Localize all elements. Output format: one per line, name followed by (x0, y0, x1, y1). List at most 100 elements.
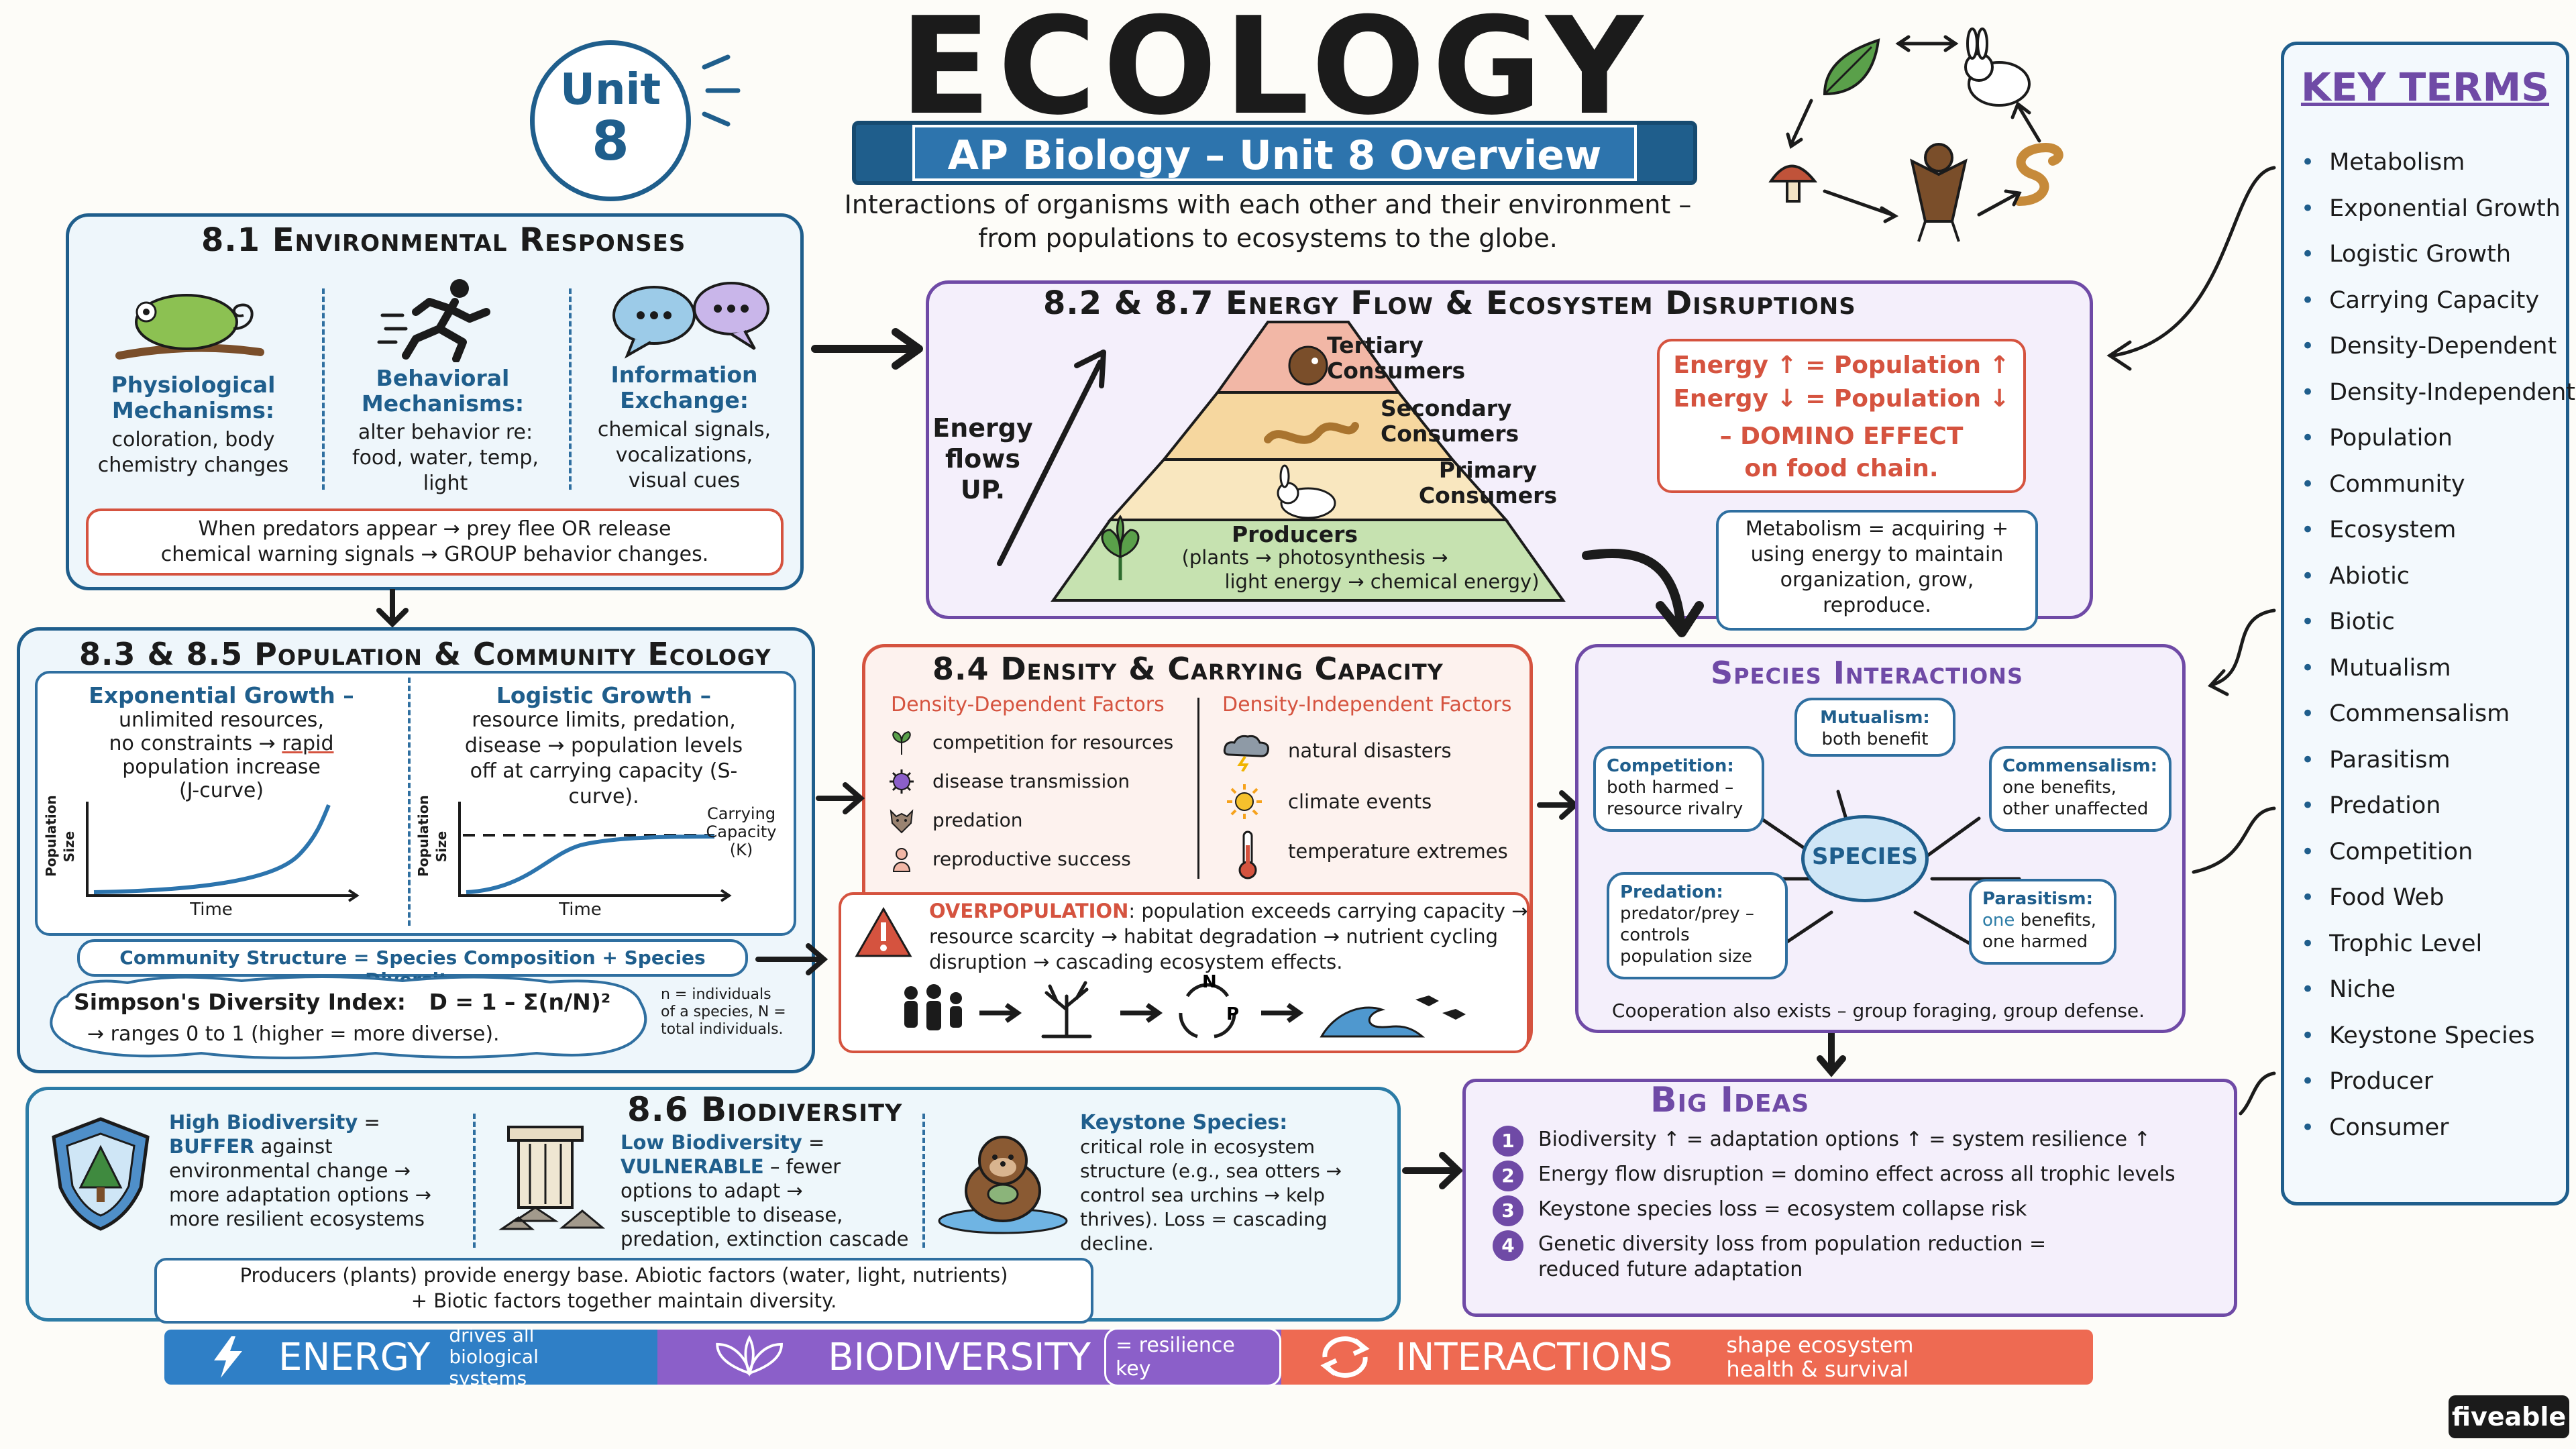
exponential-text-2: no constraints → (109, 732, 276, 755)
simpson-cloud (50, 975, 647, 1059)
physiological-title: Physiological Mechanisms: (111, 372, 276, 423)
dd-item-3: predation (932, 809, 1023, 831)
key-term-item: Abiotic (2301, 553, 2563, 600)
key-term-item: Consumer (2301, 1105, 2563, 1151)
density-divider (1197, 698, 1199, 879)
big-idea-text: Biodiversity ↑ = adaptation options ↑ = … (1538, 1128, 2151, 1151)
producers-detail-2: light energy → chemical energy) (1224, 570, 1540, 593)
big-idea-text: Energy flow disruption = domino effect a… (1538, 1163, 2176, 1186)
predator-note-line-1: When predators appear → prey flee OR rel… (198, 517, 672, 541)
predation-wolf-icon (890, 809, 914, 834)
big-idea-text: Genetic diversity loss from population r… (1538, 1232, 2047, 1281)
key-term-item: Population (2301, 415, 2563, 462)
domino-line-4: on food chain. (1744, 455, 1939, 482)
lightning-icon (214, 1336, 242, 1378)
key-term-item: Predation (2301, 783, 2563, 829)
hawk-head-icon (1288, 345, 1328, 386)
j-curve-y-label: Population Size (43, 795, 77, 877)
bio-divider-2 (922, 1114, 925, 1248)
fiveable-logo: fiveable (2449, 1395, 2569, 1438)
key-term-item: Community (2301, 462, 2563, 508)
ruined-column-icon (498, 1126, 606, 1230)
physiological-text: coloration, body chemistry changes (97, 428, 289, 477)
leaves-icon (716, 1335, 783, 1377)
arrow-population-to-density (816, 782, 865, 814)
mutualism-title: Mutualism: (1820, 708, 1930, 728)
ocean-wave-icon (1320, 996, 1466, 1038)
commensalism-title: Commensalism: (2002, 756, 2158, 776)
key-term-item: Food Web (2301, 875, 2563, 921)
biodiversity-banner: BIODIVERSITY = resilience key (657, 1328, 1281, 1387)
density-dependent-header: Density-Dependent Factors (891, 693, 1165, 716)
high-biodiversity-text-block: High Biodiversity = BUFFER against envir… (169, 1110, 458, 1231)
food-cycle-icon (1768, 28, 2063, 242)
simpson-index-formula: Simpson's Diversity Index: D = 1 – Σ(n/N… (74, 989, 611, 1015)
sun-icon (1227, 784, 1262, 819)
big-idea-number: 1 (1493, 1126, 1523, 1157)
parasitism-title: Parasitism: (1982, 889, 2093, 909)
producers-detail-1: (plants → photosynthesis → (1181, 546, 1448, 569)
biodiversity-title: 8.6 Biodiversity (627, 1090, 903, 1129)
di-item-1: natural disasters (1288, 739, 1452, 762)
big-idea-number: 2 (1493, 1161, 1523, 1191)
energy-flows-up-label: Energy flows UP. (932, 413, 1033, 504)
s-curve-graph (458, 802, 732, 902)
key-term-item: Density-Independent (2301, 370, 2575, 416)
high-biodiversity-eq: = (364, 1111, 380, 1134)
j-curve-graph (86, 802, 360, 902)
overpopulation-text-2: resource scarcity → habitat degradation … (929, 925, 1499, 948)
parasitism-one-highlight: one (1982, 910, 2015, 930)
page-title: ECOLOGY (899, 0, 1650, 145)
overpopulation-text-3: disruption → cascading ecosystem effects… (929, 951, 1343, 973)
dead-tree-icon (1041, 981, 1092, 1038)
mutualism-text: both benefit (1821, 729, 1929, 749)
people-icon (904, 984, 962, 1030)
simpson-range: → ranges 0 to 1 (higher = more diverse). (87, 1022, 500, 1046)
big-idea-item: 3 Keystone species loss = ecosystem coll… (1493, 1195, 2231, 1226)
producers-label: Producers (1231, 521, 1358, 547)
key-term-item: Producer (2301, 1059, 2563, 1105)
mushroom-icon (1768, 164, 1818, 203)
biodiversity-banner-text: = resilience key (1104, 1328, 1281, 1387)
key-term-item: Metabolism (2301, 140, 2563, 186)
big-idea-number: 3 (1493, 1195, 1523, 1226)
domino-line-3: – DOMINO EFFECT (1719, 423, 1964, 450)
predation-node: Predation: predator/prey – controls popu… (1607, 872, 1788, 979)
pyramid-tier-producers (1051, 519, 1566, 602)
energy-banner-text: drives all biological systems (449, 1324, 539, 1389)
exponential-growth-title: Exponential Growth – (89, 682, 354, 708)
overpopulation-text-1: : population exceeds carrying capacity → (1128, 900, 1528, 922)
overpopulation-line-1: OVERPOPULATION: population exceeds carry… (929, 899, 1527, 923)
arrow-env-to-energy (811, 328, 923, 370)
simpson-variable-note: n = individuals of a species, N = total … (661, 986, 786, 1038)
rapid-highlight: rapid (282, 732, 334, 755)
domino-line-2: Energy ↓ = Population ↓ (1673, 385, 2010, 413)
mutualism-node: Mutualism: both benefit (1794, 698, 1955, 757)
disease-icon (890, 769, 914, 794)
low-biodiversity-text-block: Low Biodiversity = VULNERABLE – fewer op… (621, 1130, 912, 1251)
producers-note-box (154, 1258, 1093, 1324)
secondary-consumers-label: Secondary Consumers (1381, 395, 1519, 447)
predator-note-box (86, 508, 784, 576)
key-term-item: Carrying Capacity (2301, 278, 2563, 324)
shield-tree-icon (52, 1117, 150, 1231)
warning-icon (855, 906, 912, 957)
cycle-p-label: P (1226, 1004, 1239, 1024)
commensalism-text: one benefits, other unaffected (2002, 777, 2149, 819)
biodiversity-banner-title: BIODIVERSITY (828, 1335, 1091, 1379)
arrow-energy-to-species (1582, 548, 1704, 637)
high-biodiversity-title: High Biodiversity (169, 1111, 358, 1134)
unit-word: Unit (559, 65, 661, 115)
intro-line-1: Interactions of organisms with each othe… (844, 190, 1692, 219)
badge-rays-icon (702, 54, 741, 127)
di-item-2: climate events (1288, 790, 1432, 813)
exponential-text-1: unlimited resources, (119, 708, 324, 732)
cycle-n-label: N (1202, 973, 1217, 992)
interactions-banner-text: shape ecosystem health & survival (1726, 1332, 1914, 1382)
big-idea-item: 4 Genetic diversity loss from population… (1493, 1230, 2231, 1283)
interactions-banner-title: INTERACTIONS (1395, 1335, 1673, 1379)
reproduction-icon (892, 848, 911, 872)
key-terms-connector-curves (2106, 166, 2276, 1116)
leaf-icon (1823, 38, 1880, 96)
